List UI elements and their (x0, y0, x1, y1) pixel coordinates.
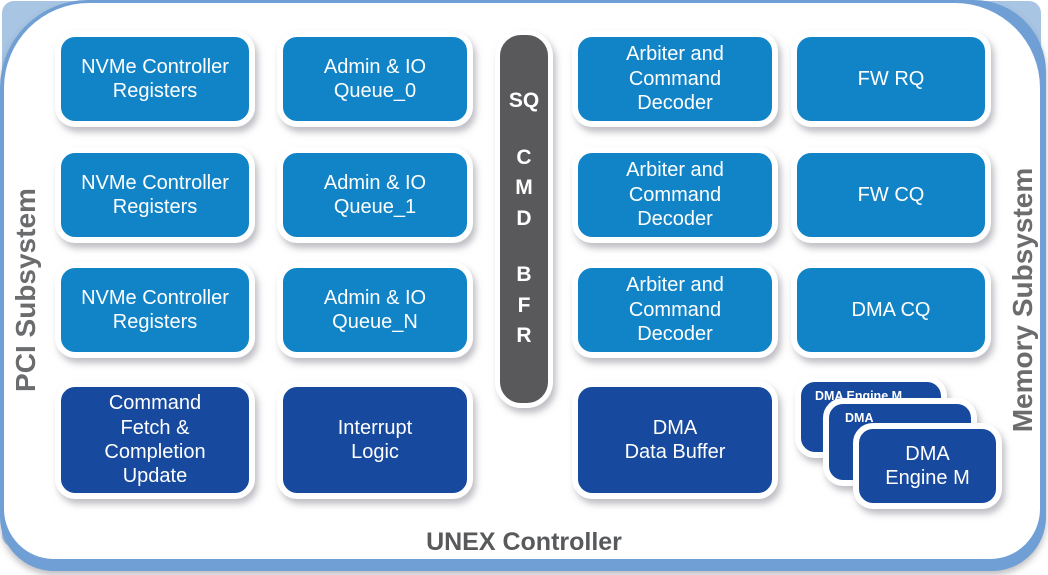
block-fw-rq: FW RQ (791, 31, 991, 127)
block-arbiter-decoder-2: Arbiter and Command Decoder (572, 147, 778, 243)
block-dma-data-buffer: DMA Data Buffer (572, 381, 778, 499)
block-admin-io-queue-0: Admin & IO Queue_0 (277, 31, 473, 127)
buffer-label-cmd: C M D (515, 145, 533, 230)
block-dma-engine-front: DMA Engine M (853, 423, 1002, 509)
block-arbiter-decoder-1: Arbiter and Command Decoder (572, 31, 778, 127)
block-interrupt-logic: Interrupt Logic (277, 381, 473, 499)
block-command-fetch-completion: Command Fetch & Completion Update (55, 381, 255, 499)
memory-subsystem-label: Memory Subsystem (1007, 167, 1038, 433)
buffer-sq-cmd-bfr: SQ C M D B F R (495, 30, 553, 408)
buffer-label-bfr: B F R (516, 263, 532, 348)
buffer-label-sq: SQ (508, 89, 540, 113)
pci-subsystem-label: PCI Subsystem (10, 188, 41, 392)
block-admin-io-queue-1: Admin & IO Queue_1 (277, 147, 473, 243)
block-dma-cq: DMA CQ (791, 262, 991, 358)
block-nvme-registers-1: NVMe Controller Registers (55, 31, 255, 127)
diagram-title: UNEX Controller (426, 528, 622, 556)
block-nvme-registers-2: NVMe Controller Registers (55, 147, 255, 243)
block-arbiter-decoder-3: Arbiter and Command Decoder (572, 262, 778, 358)
block-admin-io-queue-n: Admin & IO Queue_N (277, 262, 473, 358)
block-nvme-registers-3: NVMe Controller Registers (55, 262, 255, 358)
block-fw-cq: FW CQ (791, 147, 991, 243)
